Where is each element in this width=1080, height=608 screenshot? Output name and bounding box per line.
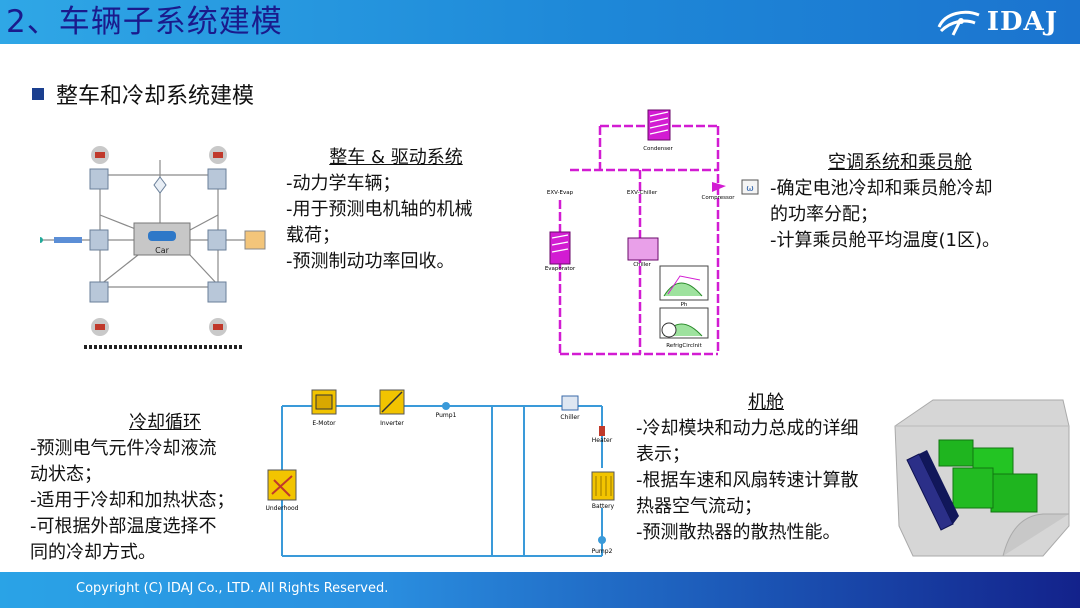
pump1-label: Pump1	[436, 412, 457, 419]
wheel-icon	[91, 146, 227, 336]
evaporator-label: Evaporator	[545, 266, 576, 272]
cooling-line: 动状态；	[30, 464, 102, 485]
ac-line: -计算乘员舱平均温度(1区)。	[770, 230, 1000, 251]
idaj-swirl-logo-icon	[937, 10, 980, 36]
section-title-text: 整车和冷却系统建模	[56, 84, 255, 109]
exv-chiller-label: EXV-Chiller	[627, 190, 658, 196]
idaj-logo: IDAJ	[935, 6, 1058, 38]
refrig-label: RefrigCircInit	[666, 343, 702, 349]
heater-label: Heater	[592, 437, 613, 444]
section-title: 整车和冷却系统建模	[32, 78, 254, 110]
vehicle-model-diagram: Car	[37, 135, 280, 355]
svg-text:ω: ω	[746, 184, 754, 194]
ac-system-diagram: Condenser EXV-Evap EXV-Chiller Compresso…	[530, 100, 760, 358]
ac-description: 空调系统和乘员舱 -确定电池冷却和乘员舱冷却 的功率分配； -计算乘员舱平均温度…	[770, 150, 1040, 254]
vehicle-heading: 整车 & 驱动系统	[329, 147, 463, 168]
cabin-line: 热器空气流动；	[636, 496, 762, 517]
cabin-line: -预测散热器的散热性能。	[636, 522, 841, 543]
page-title: 2、车辆子系统建模	[6, 4, 283, 40]
cooling-chiller-label: Chiller	[560, 414, 580, 421]
cooling-circuit-diagram: E-Motor Inverter Pump1 Chiller Heater Ba…	[262, 388, 632, 560]
chiller-label: Chiller	[633, 262, 651, 268]
cooling-line: -可根据外部温度选择不	[30, 516, 217, 537]
emotor-label: E-Motor	[312, 420, 336, 427]
battery-label: Battery	[592, 503, 615, 510]
vehicle-description: 整车 & 驱动系统 -动力学车辆； -用于预测电机轴的机械 载荷； -预测制动功…	[286, 145, 516, 275]
engine-bay-model-image	[893, 396, 1071, 558]
vehicle-line: -用于预测电机轴的机械	[286, 199, 473, 220]
title-bar: 2、车辆子系统建模 IDAJ	[0, 0, 1080, 44]
footer-bar: Copyright (C) IDAJ Co., LTD. All Rights …	[0, 572, 1080, 608]
cabin-description: 机舱 -冷却模块和动力总成的详细 表示； -根据车速和风扇转速计算散 热器空气流…	[636, 390, 906, 546]
cabin-line: 表示；	[636, 444, 690, 465]
ac-line: 的功率分配；	[770, 204, 878, 225]
vehicle-line: -预测制动功率回收。	[286, 251, 455, 272]
cabin-line: -冷却模块和动力总成的详细	[636, 418, 859, 439]
cooling-line: -适用于冷却和加热状态；	[30, 490, 235, 511]
bullet-icon	[32, 88, 44, 100]
condenser-label: Condenser	[643, 146, 673, 152]
exv-evap-label: EXV-Evap	[547, 190, 574, 196]
ac-heading: 空调系统和乘员舱	[828, 152, 972, 173]
vehicle-line: -动力学车辆；	[286, 173, 401, 194]
cooling-line: 同的冷却方式。	[30, 542, 156, 563]
compressor-label: Compressor	[702, 195, 736, 201]
underhood-label: Underhood	[265, 505, 298, 512]
copyright-text: Copyright (C) IDAJ Co., LTD. All Rights …	[76, 581, 389, 596]
cabin-heading: 机舱	[748, 392, 784, 413]
pump2-label: Pump2	[592, 548, 613, 555]
inverter-label: Inverter	[380, 420, 404, 427]
vehicle-line: 载荷；	[286, 225, 340, 246]
car-label: Car	[155, 246, 169, 255]
cooling-heading: 冷却循环	[129, 412, 201, 433]
cabin-line: -根据车速和风扇转速计算散	[636, 470, 859, 491]
logo-text: IDAJ	[986, 7, 1058, 37]
ph-label: Ph	[681, 302, 688, 308]
cooling-description: 冷却循环 -预测电气元件冷却液流 动状态； -适用于冷却和加热状态； -可根据外…	[30, 410, 270, 566]
ac-line: -确定电池冷却和乘员舱冷却	[770, 178, 993, 199]
cooling-line: -预测电气元件冷却液流	[30, 438, 217, 459]
